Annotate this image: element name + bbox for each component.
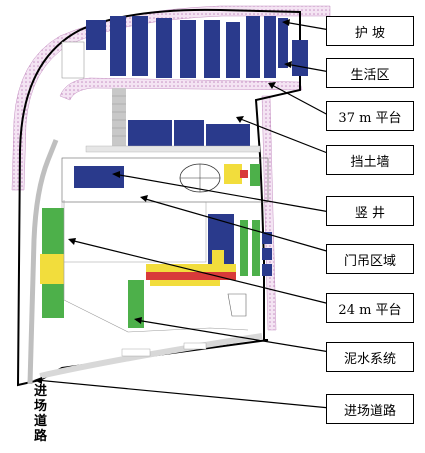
building [246,16,260,78]
road-sign-2 [183,342,207,350]
leader-arrowheads [34,19,292,384]
road-sign-1 [121,348,151,357]
green-column [40,208,64,318]
access-road [27,139,59,385]
living-area-buildings [86,16,308,78]
callout-platform-24m: 24 m 平台 [326,293,414,323]
shaft-yellow [224,164,242,184]
mixing-structure [227,293,247,317]
building [292,40,308,76]
callout-platform-37m: 37 m 平台 [326,101,414,131]
building [110,16,126,76]
callout-living-area: 生活区 [326,58,414,88]
area-label-box [61,41,85,79]
callout-gantry-area: 门吊区域 [326,244,414,274]
green-strips [240,220,260,276]
callout-shaft: 竖 井 [326,196,414,226]
platform-37m-buildings [128,120,250,146]
callout-slurry-system: 泥水系统 [326,342,414,372]
building [226,22,240,78]
shaft-office [74,166,124,188]
building [86,20,106,50]
access-road-label: 进场道路 [34,384,48,444]
building [156,18,172,78]
platform-24m [146,264,236,286]
shaft-red [240,170,248,178]
building [204,20,220,78]
blue-small [262,232,272,276]
slurry-system [128,280,144,328]
stair [112,88,126,148]
platform-strip [85,145,261,153]
slope-band [11,5,331,191]
building [132,16,148,76]
inner-boundary [63,200,249,333]
building [264,16,276,78]
building [180,20,196,78]
shaft-green [250,164,260,186]
gantry-zone [61,201,207,263]
leader-lines [35,21,331,409]
callout-slope-protection: 护 坡 [326,16,414,46]
callout-access-road: 进场道路 [326,394,414,424]
building [278,18,288,68]
access-road-lower [39,333,263,379]
slope-band-inner [59,77,303,101]
callout-retaining-wall: 挡土墙 [326,145,414,175]
